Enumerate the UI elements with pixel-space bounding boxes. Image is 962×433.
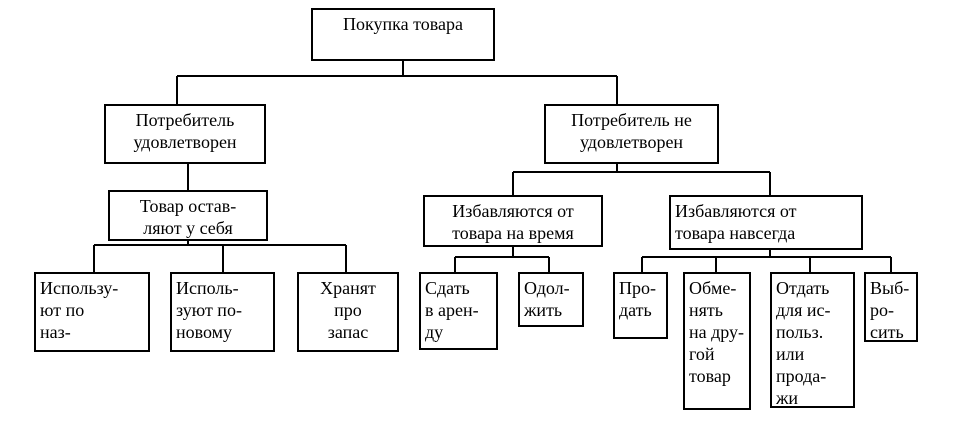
node-label-line: сить [870,322,904,342]
node-label-line: про [334,300,362,320]
node-label-line: в арен- [425,300,479,320]
node-label-line: зуют по- [176,300,242,320]
node-label-line: товара навсегда [675,223,796,243]
node-label-line: Хранят [320,278,376,298]
node-label-line: польз. [776,322,824,342]
node-label-line: Потребитель [135,110,235,130]
node-label-line: нять [689,300,723,320]
node-label-line: прода- [776,366,827,386]
node-label-line: жи [776,388,799,408]
node-label-line: новому [176,322,233,342]
sell-node: Про-дать [613,272,668,339]
node-label-line: Избавляются от [452,201,574,221]
node-label-line: ро- [870,300,894,320]
lend-node: Одол-жить [518,272,584,327]
node-label-line: дать [619,300,652,320]
node-label-line: Потребитель не [571,110,692,130]
node-label-line: ют по [40,300,85,320]
node-label-line: жить [524,300,563,320]
node-label-line: Использу- [40,278,119,298]
use-new-way-node: Исполь-зуют по-новому [170,272,275,352]
node-label-line: Обме- [689,278,737,298]
node-label-line: запас [327,322,369,342]
node-label-line: Избавляются от [675,201,797,221]
node-label-line: Покупка товара [343,14,463,34]
node-label-line: наз- [40,322,71,342]
node-label-line: товара на время [452,223,574,243]
node-label-line: ду [425,322,444,342]
node-label-line: на дру- [689,322,745,342]
root-node: Покупка товара [311,8,495,61]
node-label-line: удовлетворен [133,132,237,152]
node-label-line: товар [689,366,731,386]
node-label-line: или [776,344,805,364]
node-label-line: Исполь- [176,278,239,298]
throw-away-node: Выб-ро-сить [864,272,918,342]
keep-node: Товар остав-ляют у себя [108,190,268,241]
node-label-line: Отдать [776,278,830,298]
node-label-line: Одол- [524,278,570,298]
node-label-line: Про- [619,278,656,298]
node-label-line: Сдать [425,278,470,298]
node-label-line: Выб- [870,278,910,298]
node-label-line: для ис- [776,300,831,320]
node-label-line: гой [689,344,715,364]
node-label-line: удовлетворен [579,132,684,152]
node-label-line: Товар остав- [139,196,237,216]
node-label-line: ляют у себя [143,218,233,238]
